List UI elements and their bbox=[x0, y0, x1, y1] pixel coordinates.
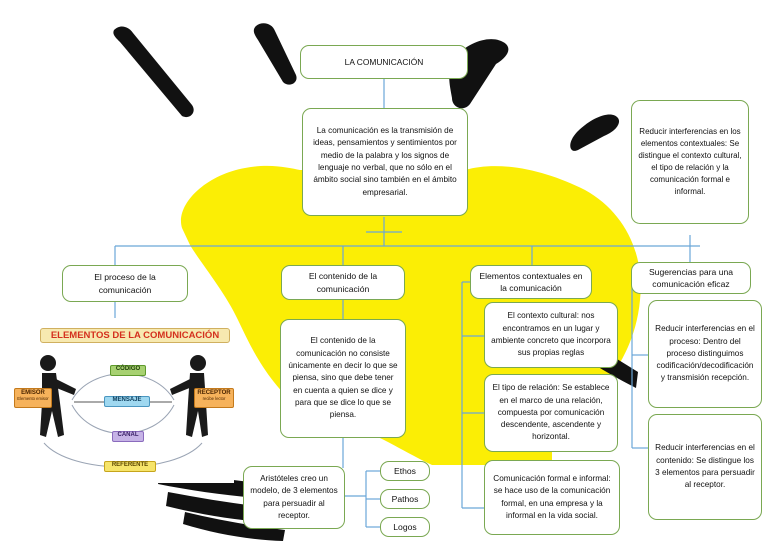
communication-elements-illustration: ELEMENTOS DE LA COMUNICACIÓN CÓDIGO MENS… bbox=[12, 325, 234, 483]
definition-text: La comunicación es la transmisión de ide… bbox=[313, 126, 457, 197]
suggestion-item-process-text: Reducir interferencias en el proceso: De… bbox=[655, 324, 755, 383]
suggestion-item-content-text: Reducir interferencias en el contenido: … bbox=[655, 443, 755, 490]
context-item-formal-text: Comunicación formal e informal: se hace … bbox=[493, 473, 611, 520]
context-item-cultural[interactable]: El contexto cultural: nos encontramos en… bbox=[484, 302, 618, 368]
receptor-head bbox=[190, 355, 206, 371]
ray-top-left bbox=[253, 23, 297, 85]
branch-context-label: Elementos contextuales en la comunicació… bbox=[479, 270, 583, 293]
ray-left bbox=[113, 26, 194, 118]
pathos-node[interactable]: Pathos bbox=[380, 489, 430, 509]
branch-content[interactable]: El contenido de la comunicación bbox=[281, 265, 405, 300]
definition-node[interactable]: La comunicación es la transmisión de ide… bbox=[302, 108, 468, 216]
connector-lines bbox=[114, 78, 700, 528]
canal-label: CANAL bbox=[112, 431, 144, 442]
aristotle-text: Aristóteles creo un modelo, de 3 element… bbox=[250, 473, 338, 520]
content-detail-text: El contenido de la comunicación no consi… bbox=[288, 336, 398, 420]
emisor-arm bbox=[54, 379, 76, 395]
content-detail-node[interactable]: El contenido de la comunicación no consi… bbox=[280, 319, 406, 438]
emisor-label: EMISOR Elemento emisor bbox=[14, 388, 52, 408]
context-item-cultural-text: El contexto cultural: nos encontramos en… bbox=[491, 311, 611, 358]
context-item-relation[interactable]: El tipo de relación: Se establece en el … bbox=[484, 374, 618, 452]
title-node[interactable]: LA COMUNICACIÓN bbox=[300, 45, 468, 79]
referente-label: REFERENTE bbox=[104, 461, 156, 472]
mensaje-label: MENSAJE bbox=[104, 396, 150, 407]
branch-content-label: El contenido de la comunicación bbox=[308, 271, 378, 294]
logos-text: Logos bbox=[393, 521, 417, 532]
branch-suggestions-label: Sugerencias para una comunicación eficaz bbox=[648, 266, 734, 289]
branch-process[interactable]: El proceso de la comunicación bbox=[62, 265, 188, 302]
emisor-head bbox=[40, 355, 56, 371]
ethos-node[interactable]: Ethos bbox=[380, 461, 430, 481]
aristotle-node[interactable]: Aristóteles creo un modelo, de 3 element… bbox=[243, 466, 345, 529]
ray-right bbox=[570, 114, 620, 151]
receptor-arm bbox=[170, 379, 192, 395]
branch-context[interactable]: Elementos contextuales en la comunicació… bbox=[470, 265, 592, 299]
pathos-text: Pathos bbox=[391, 493, 419, 504]
suggestion-item-process[interactable]: Reducir interferencias en el proceso: De… bbox=[648, 300, 762, 408]
context-item-relation-text: El tipo de relación: Se establece en el … bbox=[492, 383, 610, 442]
bulb-base-stroke-3 bbox=[183, 512, 285, 541]
title-text: LA COMUNICACIÓN bbox=[344, 56, 424, 67]
logos-node[interactable]: Logos bbox=[380, 517, 430, 537]
codigo-label: CÓDIGO bbox=[110, 365, 146, 376]
context-item-formal[interactable]: Comunicación formal e informal: se hace … bbox=[484, 460, 620, 535]
suggestion-item-content[interactable]: Reducir interferencias en el contenido: … bbox=[648, 414, 762, 520]
branch-process-label: El proceso de la comunicación bbox=[94, 272, 156, 295]
branch-suggestions[interactable]: Sugerencias para una comunicación eficaz bbox=[631, 262, 751, 294]
ethos-text: Ethos bbox=[394, 465, 416, 476]
illustration-title: ELEMENTOS DE LA COMUNICACIÓN bbox=[40, 328, 230, 343]
contextual-interference-text: Reducir interferencias en los elementos … bbox=[638, 127, 742, 196]
receptor-label: RECEPTOR recibe lector bbox=[194, 388, 234, 408]
contextual-interference-note[interactable]: Reducir interferencias en los elementos … bbox=[631, 100, 749, 224]
